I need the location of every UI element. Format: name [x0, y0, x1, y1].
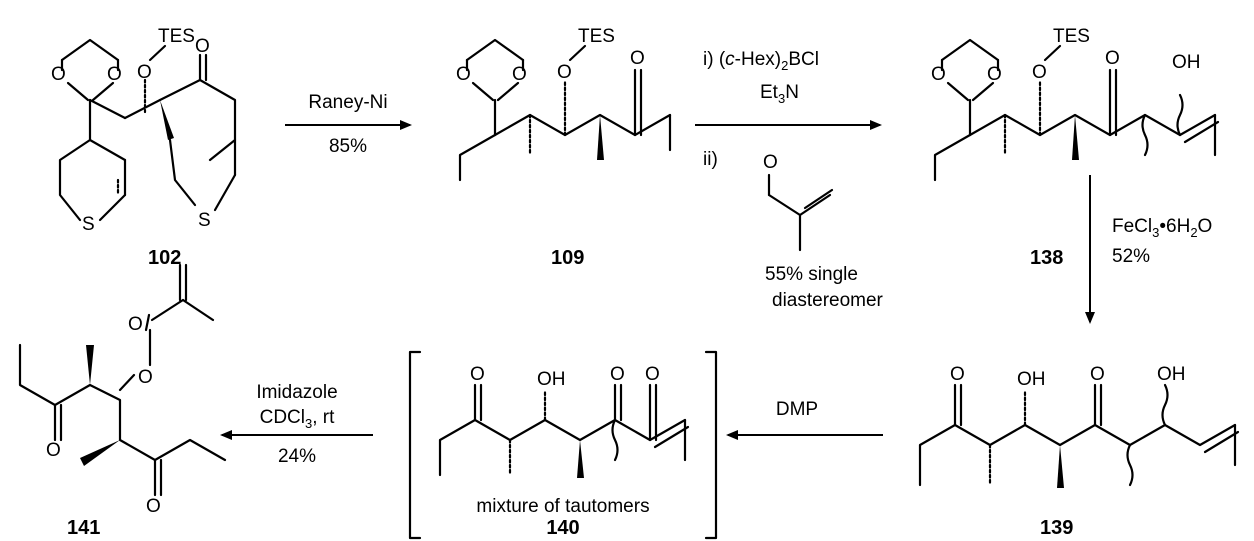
compound-102: O O S O TES O S 102: [51, 26, 237, 269]
step-imidazole: Imidazole CDCl3, rt 24%: [220, 382, 373, 467]
tes-label: TES: [1053, 26, 1090, 47]
atom-o: O: [1090, 364, 1105, 385]
compound-109: O O O TES O 109: [456, 26, 672, 269]
atom-o: O: [557, 62, 572, 83]
atom-o: O: [107, 64, 122, 85]
yield-text: 85%: [329, 136, 367, 157]
compound-label: 102: [148, 247, 181, 269]
diastereomer-note: diastereomer: [772, 290, 884, 311]
atom-s: S: [82, 214, 95, 235]
atom-o: O: [610, 364, 625, 385]
atom-o: O: [470, 364, 485, 385]
yield-text: 52%: [1112, 246, 1150, 267]
atom-o: O: [146, 496, 161, 517]
reagent-text: Imidazole: [256, 382, 337, 403]
yield-text: 55% single: [765, 264, 858, 285]
hydroxyl-label: OH: [1017, 369, 1046, 390]
compound-label: 140: [546, 517, 579, 539]
atom-o: O: [137, 62, 152, 83]
atom-o: O: [630, 48, 645, 69]
tes-label: TES: [578, 26, 615, 47]
atom-s: S: [198, 210, 211, 231]
atom-o: O: [456, 64, 471, 85]
hydroxyl-label: OH: [1172, 52, 1201, 73]
svg-text:CDCl3, rt: CDCl3, rt: [260, 407, 336, 431]
svg-text:i) (c-Hex)2BCl: i) (c-Hex)2BCl: [703, 49, 819, 73]
reagent-text: Raney-Ni: [308, 92, 387, 113]
compound-138: O O O TES O OH 138: [931, 26, 1220, 269]
svg-text:FeCl3•6H2O: FeCl3•6H2O: [1112, 216, 1212, 240]
atom-o: O: [138, 367, 153, 388]
atom-o: O: [1105, 48, 1120, 69]
compound-label: 139: [1040, 517, 1073, 539]
yield-text: 24%: [278, 446, 316, 467]
compound-label: 141: [67, 517, 100, 539]
atom-o: O: [950, 364, 965, 385]
step-dmp: DMP: [726, 399, 883, 440]
compound-141: O O O O 141: [18, 263, 227, 539]
atom-o: O: [51, 64, 66, 85]
atom-o: O: [195, 36, 210, 57]
atom-o: O: [46, 440, 61, 461]
step-fecl3: FeCl3•6H2O 52%: [1085, 175, 1212, 324]
compound-139: O OH O OH 139: [918, 364, 1240, 539]
tautomer-note: mixture of tautomers: [476, 496, 649, 517]
atom-o: O: [645, 364, 660, 385]
step-aldol: i) (c-Hex)2BCl Et3N ii) O 55% single dia…: [695, 49, 884, 311]
compound-label: 138: [1030, 247, 1063, 269]
tes-label: TES: [158, 26, 195, 47]
atom-o: O: [987, 64, 1002, 85]
hydroxyl-label: OH: [1157, 364, 1186, 385]
compound-140: O OH O O mixture of tautomers 140: [408, 350, 718, 540]
atom-o: O: [128, 314, 143, 335]
atom-o: O: [763, 152, 778, 173]
compound-label: 109: [551, 247, 584, 269]
atom-o: O: [1032, 62, 1047, 83]
svg-text:Et3N: Et3N: [760, 82, 799, 106]
atom-o: O: [931, 64, 946, 85]
step-ii-label: ii): [703, 149, 718, 170]
reagent-text: DMP: [776, 399, 818, 420]
step-raney-ni: Raney-Ni 85%: [285, 92, 412, 157]
hydroxyl-label: OH: [537, 369, 566, 390]
atom-o: O: [512, 64, 527, 85]
